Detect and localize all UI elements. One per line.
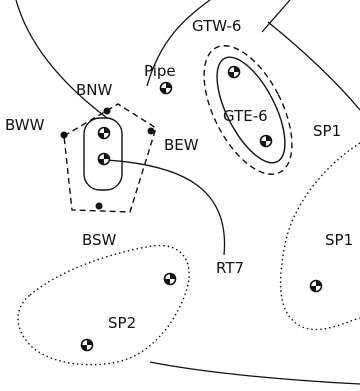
boundary-line-left	[15, 0, 108, 119]
well-icon-sp2-right	[163, 272, 177, 286]
rt7-leader-line	[105, 159, 226, 256]
bw-inner-enclosure	[83, 117, 123, 191]
boundary-line-right	[267, 21, 360, 111]
well-icon-bw-upper	[97, 126, 111, 140]
label-sp1-upper: SP1	[313, 122, 341, 140]
well-icon-gtw6	[227, 65, 241, 79]
gt-dashed-enclosure	[203, 45, 293, 175]
well-icon-bw-lower	[97, 152, 111, 166]
label-bew: BEW	[164, 136, 199, 154]
boundary-line-bottom	[149, 361, 360, 385]
boundary-line-gtw	[261, 0, 291, 33]
label-pipe: Pipe	[144, 62, 176, 80]
well-icon-sp1	[309, 279, 323, 293]
point-bnw	[103, 107, 111, 115]
label-bsw: BSW	[82, 231, 117, 249]
boundary-line-top	[146, 0, 211, 87]
point-bsw	[95, 202, 103, 210]
gt-inner-enclosure	[216, 56, 286, 164]
label-sp2: SP2	[108, 314, 136, 332]
label-bnw: BNW	[76, 81, 113, 99]
label-sp1-lower: SP1	[325, 231, 353, 249]
label-gte6: GTE-6	[223, 107, 268, 125]
well-icon-gte6	[259, 134, 273, 148]
sp2-dotted-region	[17, 244, 190, 366]
well-icon-sp2-left	[80, 338, 94, 352]
label-bww: BWW	[5, 116, 45, 134]
label-gtw6: GTW-6	[192, 17, 241, 35]
well-icon-pipe	[159, 81, 173, 95]
label-rt7: RT7	[216, 259, 244, 277]
sp1-dotted-region	[279, 142, 360, 331]
point-bww	[60, 131, 68, 139]
point-bew	[147, 127, 155, 135]
